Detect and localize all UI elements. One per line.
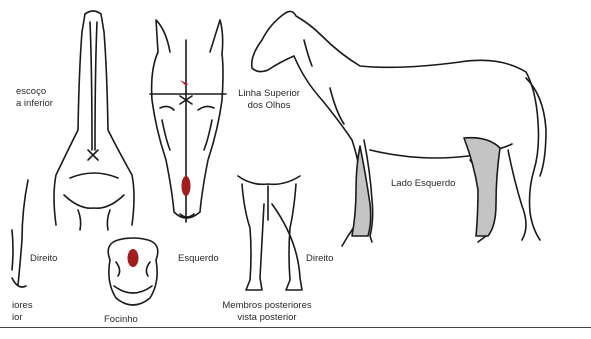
neck-underside-view xyxy=(54,11,134,230)
front-legs-label-line-1: iores xyxy=(12,300,33,311)
hind-legs-label-line-2: vista posterior xyxy=(208,312,326,323)
left-legs-label: Esquerdo xyxy=(178,253,219,264)
horse-side-view xyxy=(252,11,546,246)
right-front-label: Direito xyxy=(30,253,57,264)
hind-legs-rear-view xyxy=(238,176,302,290)
eye-line-label-line-2: dos Olhos xyxy=(228,100,310,111)
neck-label-line-2: a inferior xyxy=(16,98,53,109)
muzzle-view xyxy=(108,238,158,305)
bottom-rule xyxy=(0,327,591,328)
eye-line-label-line-1: Linha Superior xyxy=(228,88,310,99)
hind-legs-label-line-1: Membros posteriores xyxy=(208,300,326,311)
front-legs-fragment xyxy=(12,180,28,287)
right-legs-label: Direito xyxy=(306,253,333,264)
left-side-label: Lado Esquerdo xyxy=(391,178,455,189)
front-legs-label-line-2: ior xyxy=(12,312,23,323)
muzzle-label: Focinho xyxy=(104,314,138,325)
neck-label-line-1: escoço xyxy=(16,86,46,97)
